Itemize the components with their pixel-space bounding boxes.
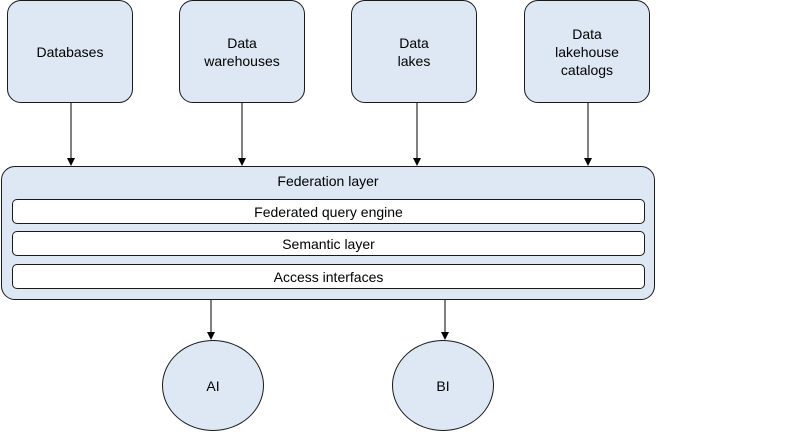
semantic-layer: Semantic layer bbox=[12, 231, 645, 256]
federation-layer-title: Federation layer bbox=[277, 173, 379, 189]
consumer-bi: BI bbox=[392, 340, 494, 431]
source-databases: Databases bbox=[7, 0, 133, 103]
consumer-ai: AI bbox=[162, 340, 264, 431]
source-data-lakehouse-catalogs: Data lakehouse catalogs bbox=[524, 0, 650, 103]
federated-query-engine: Federated query engine bbox=[12, 199, 645, 224]
source-data-lakes: Data lakes bbox=[351, 0, 477, 103]
federation-layer: Federation layer Federated query engine … bbox=[1, 166, 655, 300]
access-interfaces: Access interfaces bbox=[12, 264, 645, 289]
source-data-warehouses: Data warehouses bbox=[179, 0, 305, 103]
